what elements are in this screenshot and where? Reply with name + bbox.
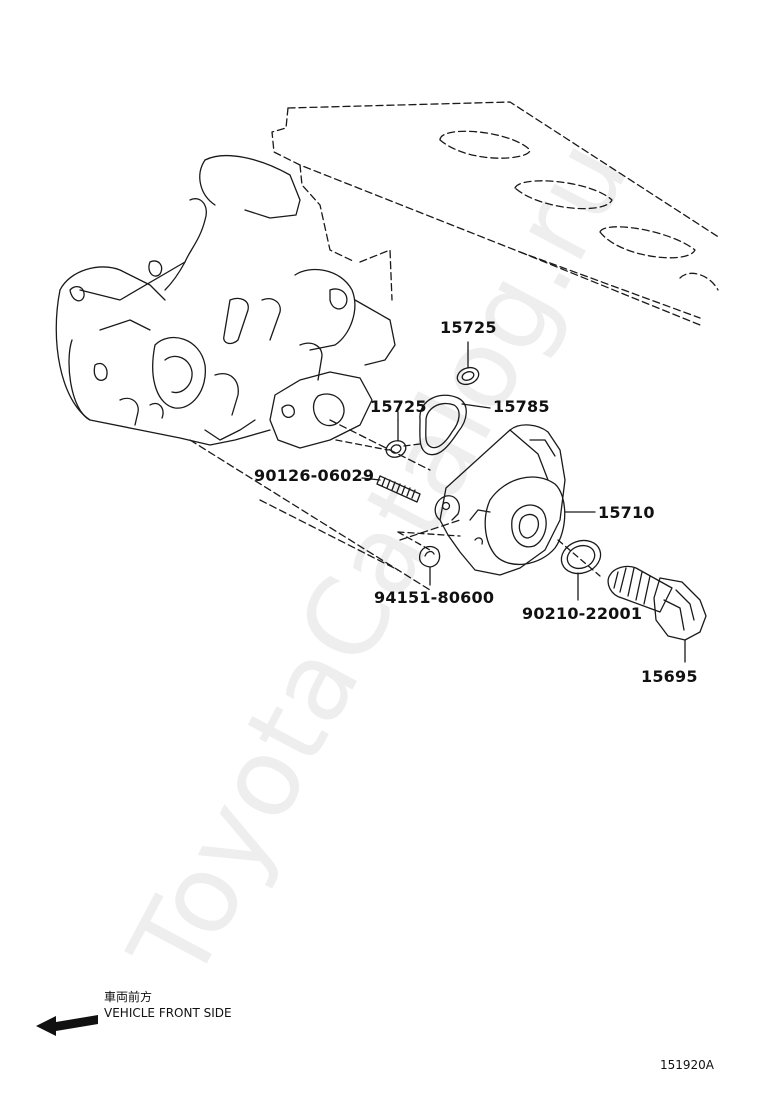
engine-block-outline	[189, 101, 721, 591]
alignment-lines	[335, 439, 601, 577]
part-label-94151[interactable]: 94151-80600	[374, 588, 495, 607]
part-label-15725-top[interactable]: 15725	[440, 318, 497, 337]
part-label-90126[interactable]: 90126-06029	[254, 466, 375, 485]
o-ring-15725-mid	[385, 419, 407, 458]
housing-15710	[434, 424, 596, 576]
figure-code: 151920A	[660, 1058, 715, 1072]
front-direction-arrow-icon	[36, 1015, 98, 1036]
part-label-15725-mid[interactable]: 15725	[370, 397, 427, 416]
stud-bolt-90126	[361, 475, 421, 503]
direction-label-japanese: 車両前方	[104, 990, 153, 1004]
union-bolt-15695	[607, 565, 707, 663]
o-ring-15725-top	[456, 349, 480, 386]
gasket-90210	[560, 539, 602, 601]
part-label-90210[interactable]: 90210-22001	[522, 604, 643, 623]
part-label-15710[interactable]: 15710	[598, 503, 655, 522]
gasket-15785	[419, 394, 491, 456]
flange-gasket	[269, 371, 373, 449]
direction-label-english: VEHICLE FRONT SIDE	[104, 1006, 232, 1020]
leader-lines	[397, 341, 469, 421]
part-label-15785[interactable]: 15785	[493, 397, 550, 416]
nut-94151	[418, 545, 441, 586]
transmission-housing	[55, 154, 396, 446]
part-label-15695[interactable]: 15695	[641, 667, 698, 686]
